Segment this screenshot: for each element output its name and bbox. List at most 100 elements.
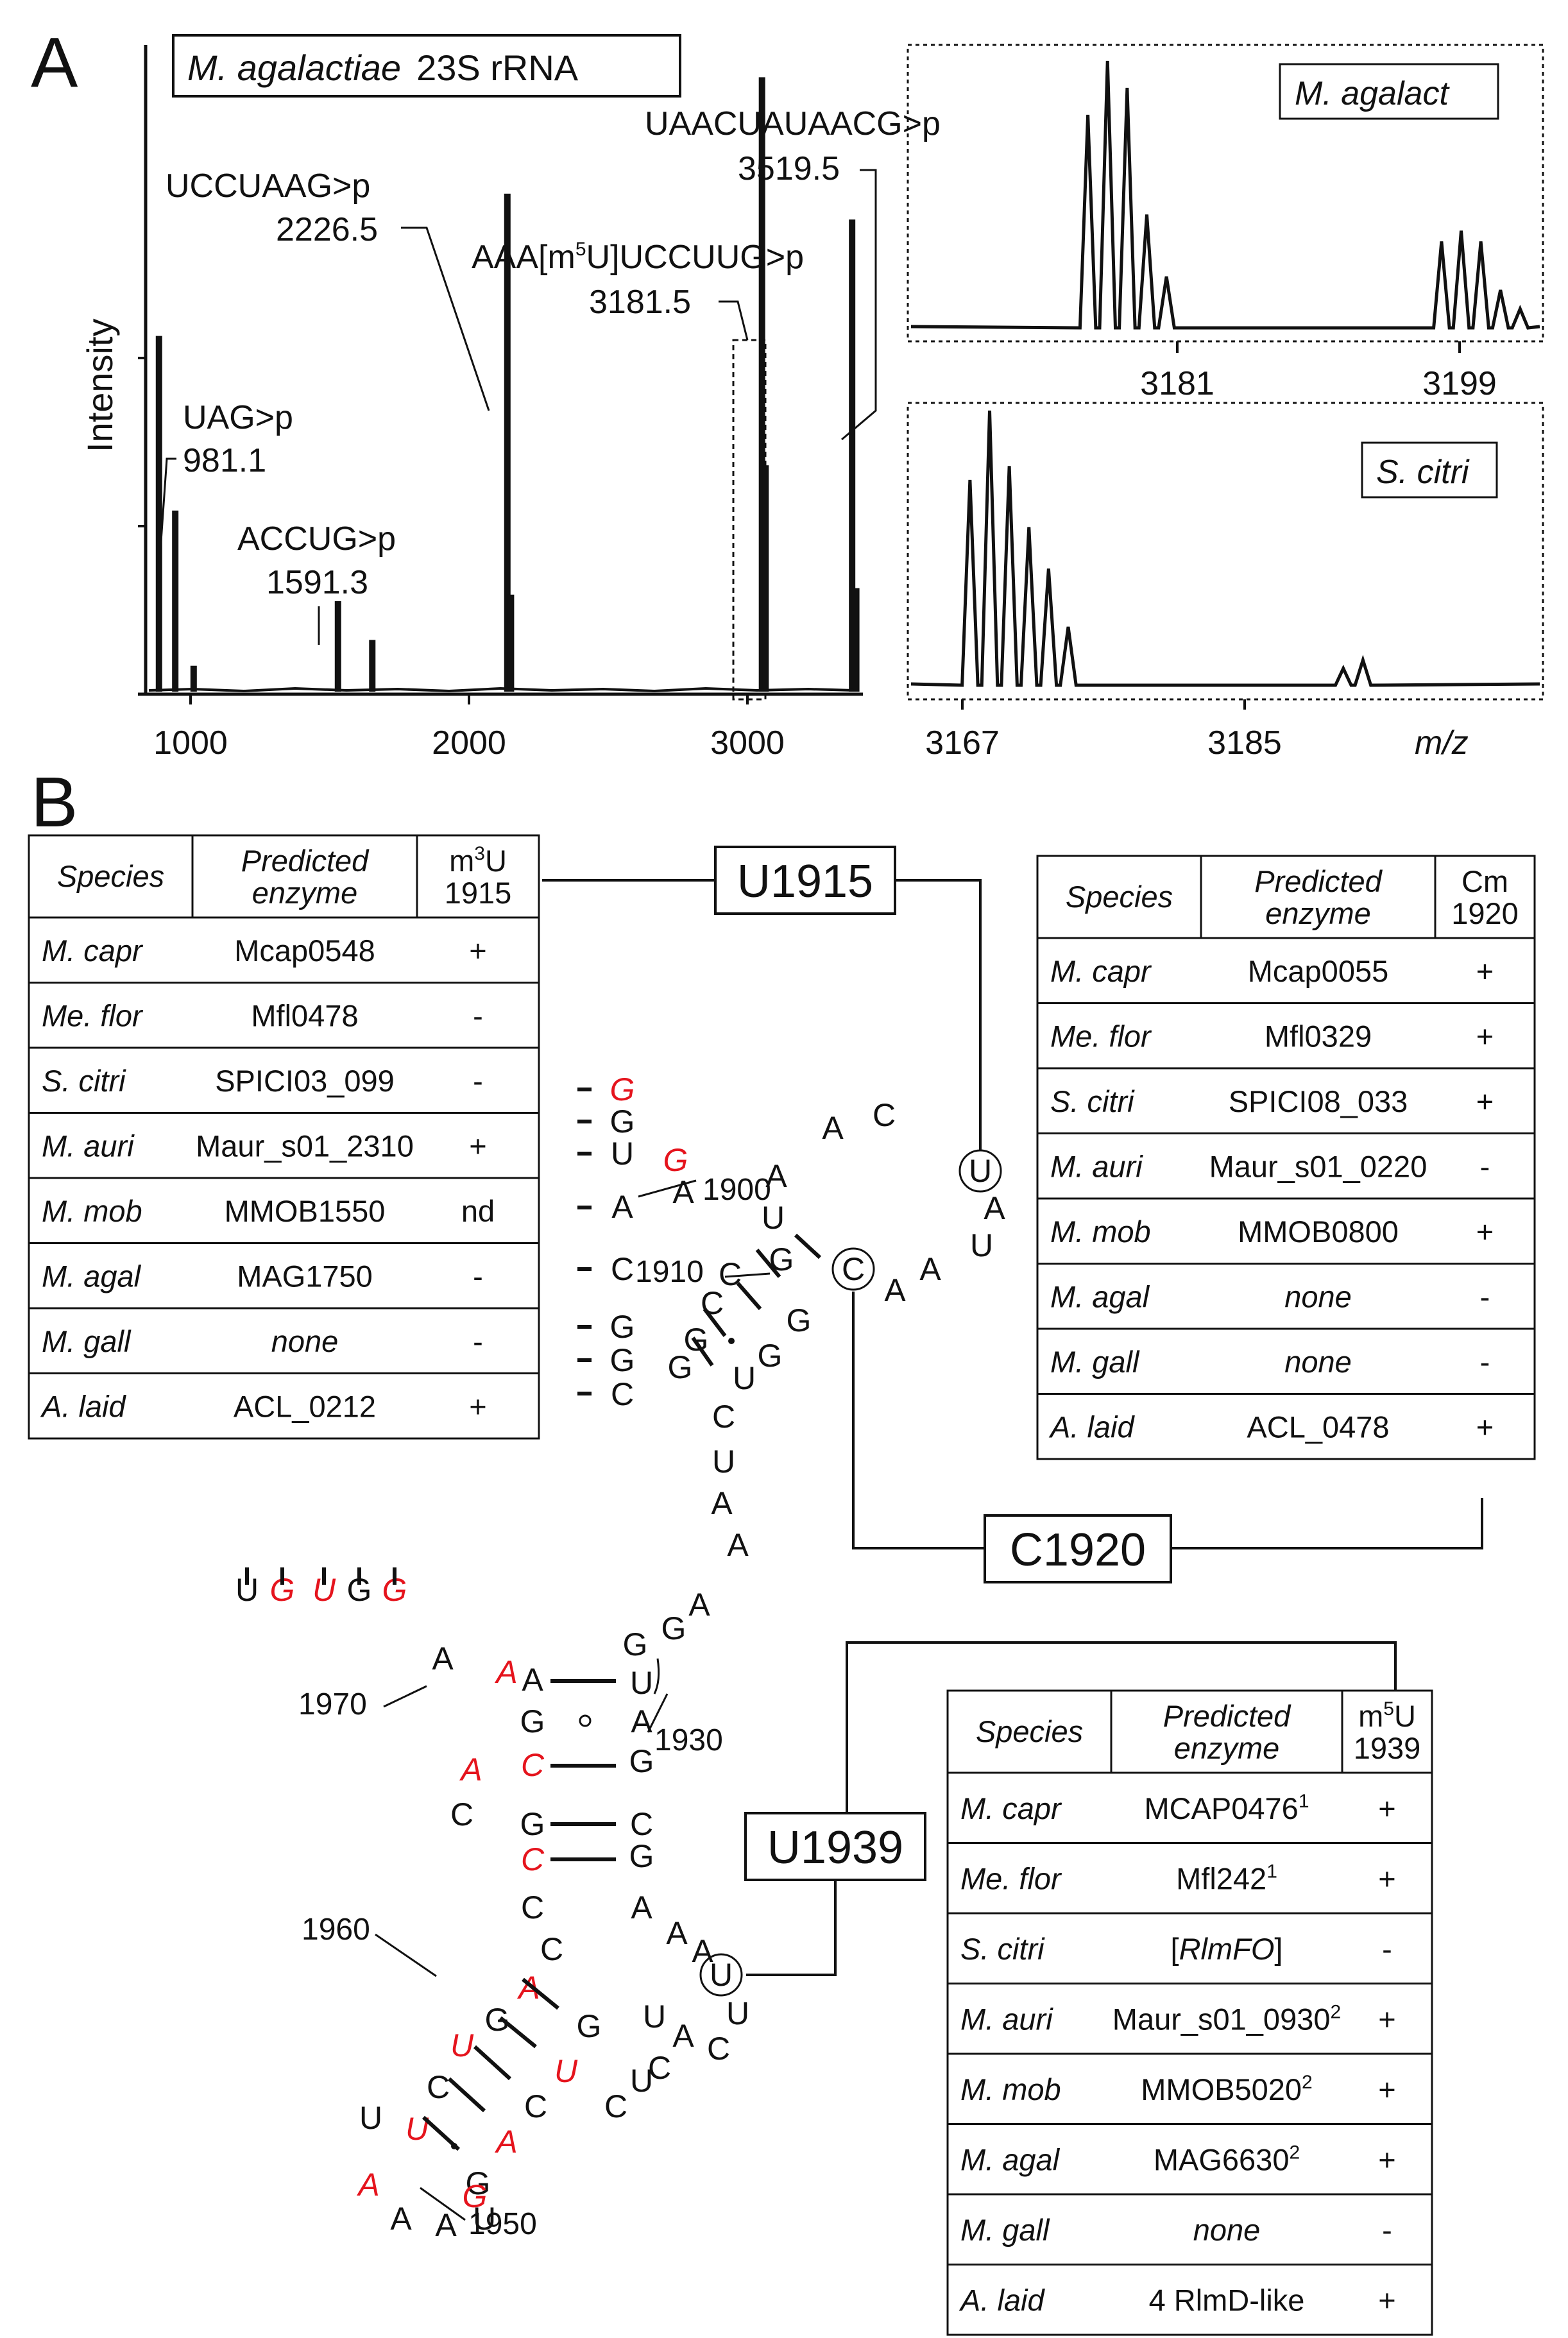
peak-mass-label: 3519.5 <box>738 150 840 187</box>
position-leaders <box>375 1179 771 2221</box>
spectrum-title-rest: 23S rRNA <box>416 47 579 88</box>
table-cell-mod: - <box>473 1064 483 1098</box>
table-header: Predicted <box>1254 864 1383 898</box>
table-cell-enzyme: MAG1750 <box>237 1259 373 1293</box>
table-cell-mod: nd <box>461 1194 495 1228</box>
nucleotide: U <box>630 1665 653 1701</box>
rna-base-pairs <box>245 1088 822 2151</box>
callout-u1939: U1939 <box>767 1822 903 1873</box>
table-cell-enzyme: [RlmFO] <box>1171 1932 1283 1966</box>
nucleotide: G <box>610 1104 635 1139</box>
table-cell-enzyme: 4 RlmD-like <box>1149 2283 1305 2317</box>
table-cell-species: M. capr <box>42 934 144 968</box>
nucleotide: G <box>623 1626 648 1662</box>
table-cell-enzyme: Mcap0548 <box>234 934 375 968</box>
position-number: 1960 <box>302 1913 370 1947</box>
nc-pair-circle <box>579 1714 592 1727</box>
table-frame <box>1036 855 1536 1460</box>
table-cell-species: A. laid <box>40 1389 126 1423</box>
base-pair-bond <box>473 2045 512 2081</box>
modified-nucleotide: U <box>450 2027 474 2063</box>
table-cell-enzyme: none <box>1193 2213 1261 2247</box>
nucleotide: U <box>726 1995 749 2031</box>
nucleotide: A <box>884 1272 906 1308</box>
nucleotide: G <box>466 2165 491 2201</box>
nucleotide: G <box>610 1342 635 1378</box>
table-header: 1939 <box>1354 1731 1421 1765</box>
x-tick-label: 1000 <box>153 724 228 762</box>
nucleotide: A <box>822 1110 844 1146</box>
table-cell-mod: - <box>473 1324 483 1358</box>
base-pair-bond <box>794 1233 822 1259</box>
nucleotide: A <box>672 2018 694 2054</box>
table-cell-mod: - <box>473 998 483 1032</box>
base-pair-bond <box>499 2016 537 2049</box>
table-cell-mod: - <box>473 1259 483 1293</box>
spectrum-peak <box>853 588 860 692</box>
table-cell-mod: + <box>469 1389 486 1423</box>
leader-line <box>841 169 877 441</box>
table-cell-species: M. agal <box>960 2142 1061 2176</box>
table-cell-mod: + <box>1378 2072 1395 2106</box>
table-cell-enzyme: none <box>1284 1279 1352 1313</box>
table-cell-enzyme: Maur_s01_0220 <box>1209 1149 1427 1183</box>
table-cell-enzyme: Mfl0478 <box>251 998 358 1032</box>
position-number: 1900 <box>703 1173 771 1207</box>
modified-nucleotide: U <box>554 2053 578 2089</box>
nucleotide: U <box>733 1360 756 1396</box>
callout-u1939-box <box>744 1812 926 1881</box>
table-cell-enzyme: Maur_s01_2310 <box>196 1129 414 1163</box>
inset-top-label: M. agalact <box>1295 75 1450 112</box>
table-cell-species: M. auri <box>42 1129 135 1163</box>
spectrum-baseline <box>148 687 854 693</box>
nucleotide: G <box>758 1338 783 1374</box>
nucleotide: U <box>359 2100 382 2136</box>
table-cell-mod: + <box>1378 2002 1395 2036</box>
rna-nucleotides: GGUACGGCGAAUGCCGGACAUAAGGUCUAAAGGUAGCGAA… <box>235 1071 1005 2243</box>
table-cell-species: M. capr <box>960 1791 1062 1825</box>
modified-nucleotide: G <box>663 1142 688 1178</box>
rna-secondary-structure <box>699 1149 1002 1997</box>
nucleotide: G <box>629 1743 654 1779</box>
inset-bottom-label: S. citri <box>1376 454 1470 491</box>
peak-seq-label: ACCUG>p <box>237 520 396 558</box>
table-frame <box>28 834 540 1440</box>
table-header: Species <box>1066 880 1173 914</box>
x-axis-unit: m/z <box>1415 724 1469 762</box>
nucleotide: C <box>611 1251 634 1287</box>
nucleotide: G <box>661 1610 686 1646</box>
table-cell-species: M. agal <box>42 1259 142 1293</box>
inset-bottom-label-box <box>1361 441 1498 499</box>
base-pair-bond <box>736 1282 762 1310</box>
callout-u1915: U1915 <box>737 856 873 907</box>
x-tick-label: 3000 <box>710 724 785 762</box>
nucleotide: G <box>577 2008 602 2044</box>
nucleotide: A <box>631 1890 652 1925</box>
nucleotide: A <box>692 1933 713 1969</box>
table-cell-species: M. gall <box>42 1324 132 1358</box>
nucleotide: C <box>630 1806 653 1842</box>
nucleotide: A <box>919 1251 941 1287</box>
table-cell-species: M. auri <box>1050 1149 1143 1183</box>
spectrum-peaks <box>155 77 860 692</box>
table-cell-mod: + <box>1378 1791 1395 1825</box>
nucleotide: A <box>672 1174 694 1210</box>
spectrum-peak <box>504 193 511 692</box>
nucleotide: A <box>727 1527 749 1563</box>
table-cell-species: A. laid <box>959 2283 1045 2317</box>
table-cell-species: S. citri <box>1050 1084 1135 1118</box>
circled-c1920 <box>831 1247 875 1291</box>
modified-nucleotide: C <box>521 1747 545 1783</box>
table-cell-mod: + <box>1476 1019 1494 1053</box>
nucleotide: U <box>762 1200 785 1236</box>
table-header: enzyme <box>252 876 358 910</box>
nucleotide: C <box>712 1399 735 1435</box>
leader-line <box>401 226 490 411</box>
modified-nucleotide: A <box>356 2167 379 2203</box>
table-header: Species <box>57 859 164 893</box>
base-pair-bond <box>755 1249 781 1278</box>
nucleotide: U <box>970 1227 993 1263</box>
nucleotide: C <box>540 1931 563 1967</box>
table-cell-enzyme: SPICI03_099 <box>215 1064 395 1098</box>
modified-nucleotide: A <box>494 1654 517 1690</box>
